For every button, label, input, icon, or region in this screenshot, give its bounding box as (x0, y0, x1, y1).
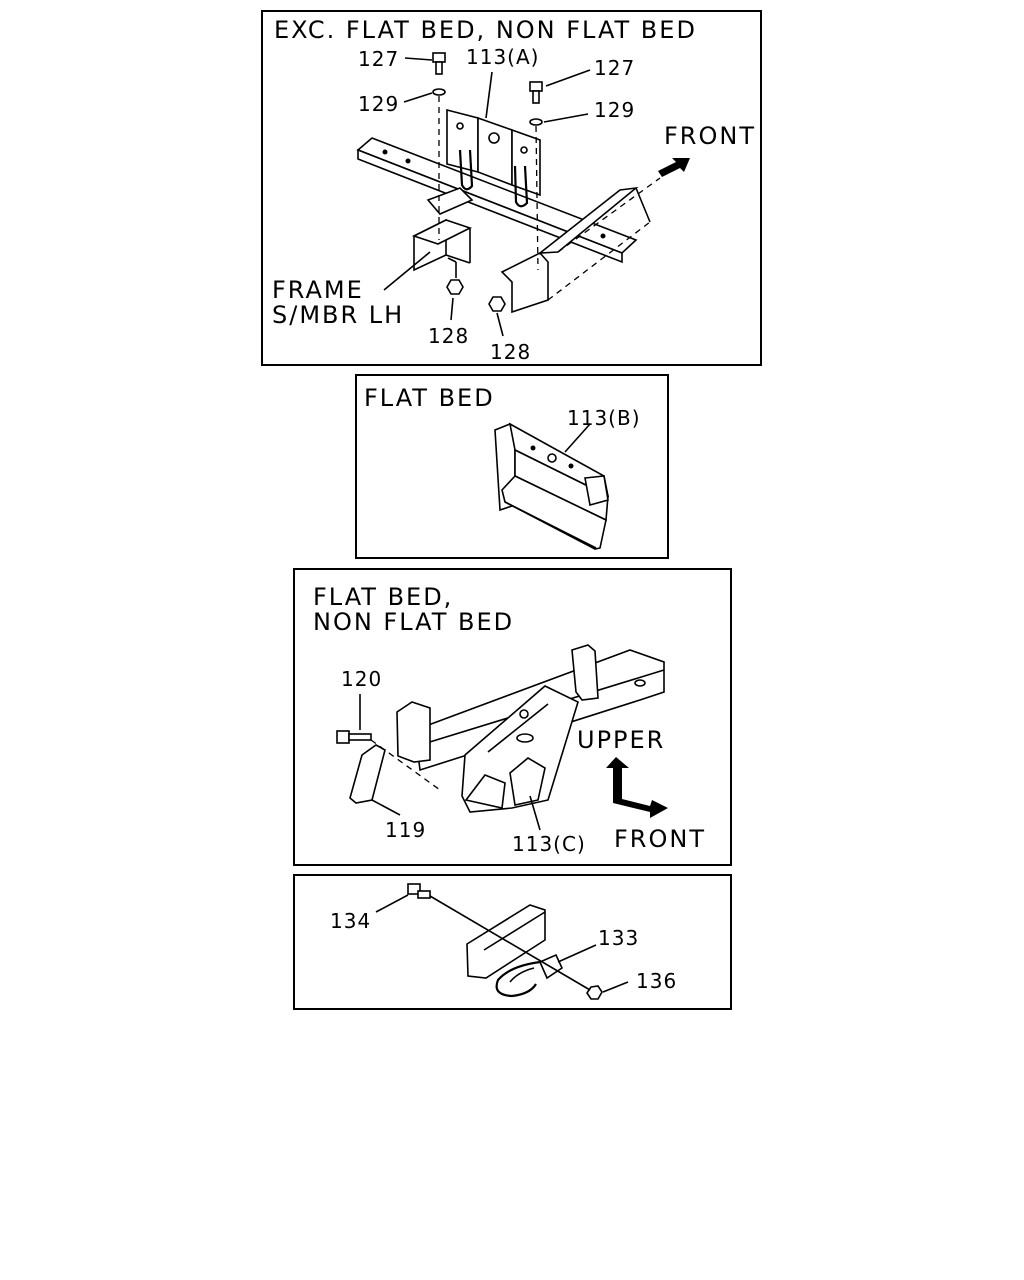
front-arrow-label-2: FRONT (614, 825, 706, 853)
panel-flat-bed: FLAT BED 113(B) (355, 374, 669, 559)
callout-128-right: 128 (490, 340, 531, 364)
frame-label-line-1: FRAME (272, 276, 364, 304)
panel-2-heading: FLAT BED (364, 384, 495, 412)
callout-113c: 113(C) (512, 832, 586, 856)
callout-127-left: 127 (358, 47, 399, 71)
callout-129-left: 129 (358, 92, 399, 116)
callout-129-right: 129 (594, 98, 635, 122)
callout-113b: 113(B) (567, 406, 641, 430)
front-arrow-icon (658, 158, 690, 177)
callout-128-left: 128 (428, 324, 469, 348)
callout-113a: 113(A) (466, 45, 539, 69)
upper-arrow-label: UPPER (577, 726, 665, 754)
bracket-113c (396, 644, 599, 813)
bracket-113a (446, 108, 541, 208)
panel-flat-and-non-flat-bed: FLAT BED, NON FLAT BED 120 119 (293, 568, 732, 866)
frame-label-line-2: S/MBR LH (272, 301, 404, 329)
callout-134: 134 (330, 909, 371, 933)
bracket-113b (494, 422, 610, 550)
panel-3-heading-line-2: NON FLAT BED (313, 608, 514, 636)
callout-120: 120 (341, 667, 382, 691)
callout-127-right: 127 (594, 56, 635, 80)
bolt-134 (407, 883, 591, 991)
upper-front-arrow-icon (606, 757, 668, 818)
callout-136: 136 (636, 969, 677, 993)
fasteners-127-129-128 (432, 52, 543, 312)
callout-133: 133 (598, 926, 639, 950)
tow-hook-133 (495, 953, 603, 1000)
panel-3-heading-line-1: FLAT BED, (313, 583, 453, 611)
panel-1-heading: EXC. FLAT BED, NON FLAT BED (274, 16, 697, 44)
panel-tow-hook: 134 133 136 (293, 874, 732, 1010)
callout-119: 119 (385, 818, 426, 842)
front-arrow-label: FRONT (664, 122, 756, 150)
frame-member-rh (500, 177, 661, 314)
panel-exc-flat-bed: EXC. FLAT BED, NON FLAT BED (261, 10, 762, 366)
plate-and-bolt-120-119 (336, 694, 541, 831)
